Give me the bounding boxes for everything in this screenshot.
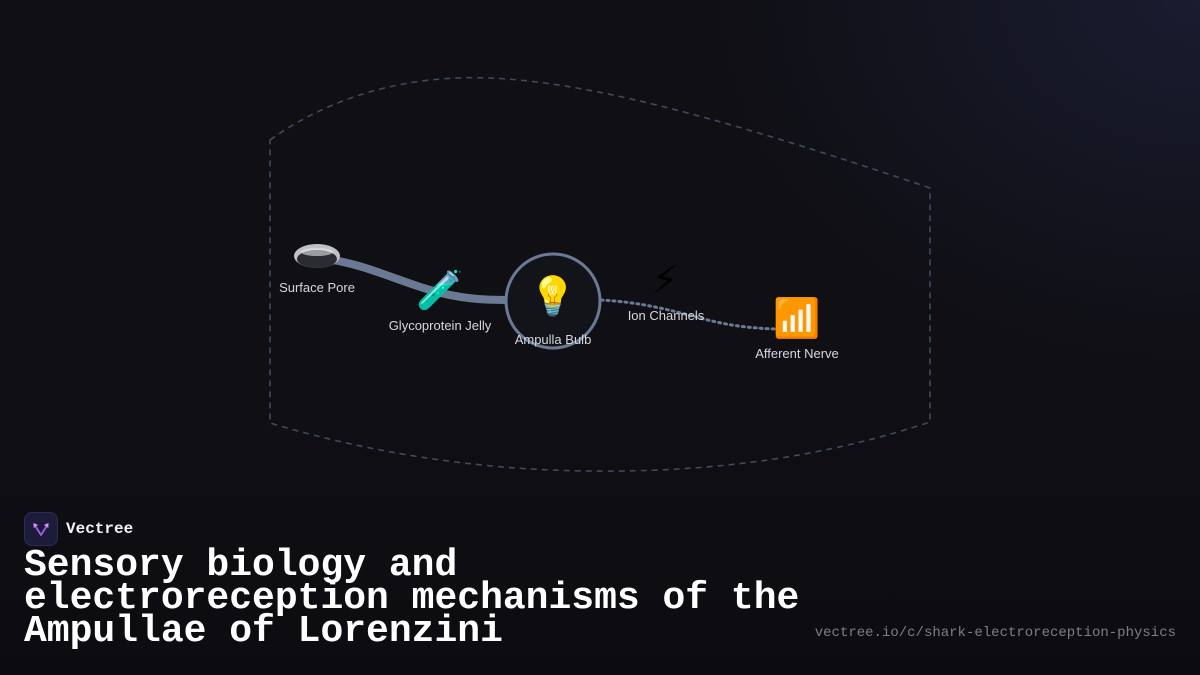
- pore-disc-icon: [294, 244, 340, 268]
- node-label-surface-pore: Surface Pore: [279, 280, 355, 295]
- node-label-ampulla-bulb: Ampulla Bulb: [514, 332, 592, 347]
- tissue-boundary: [269, 76, 931, 472]
- page-url[interactable]: vectree.io/c/shark-electroreception-phys…: [814, 625, 1176, 641]
- vectree-logo-icon: [24, 512, 58, 546]
- ampulla-bulb-ring: [504, 252, 602, 350]
- page-title: Sensory biology and electroreception mec…: [24, 544, 800, 653]
- signal-bars-icon: 📶: [773, 296, 821, 340]
- lightning-bolt-icon: ⚡: [651, 258, 679, 302]
- brand[interactable]: Vectree: [24, 512, 133, 546]
- node-label-afferent-nerve: Afferent Nerve: [755, 346, 839, 361]
- light-bulb-icon: 💡: [529, 274, 577, 318]
- test-tube-icon: 🧪: [416, 268, 464, 312]
- nerve-path: [599, 298, 777, 331]
- brand-name: Vectree: [66, 520, 134, 538]
- node-label-ion-channels: Ion Channels: [627, 308, 705, 323]
- jelly-canal: [314, 254, 512, 304]
- node-label-glycoprotein-jelly: Glycoprotein Jelly: [388, 318, 492, 333]
